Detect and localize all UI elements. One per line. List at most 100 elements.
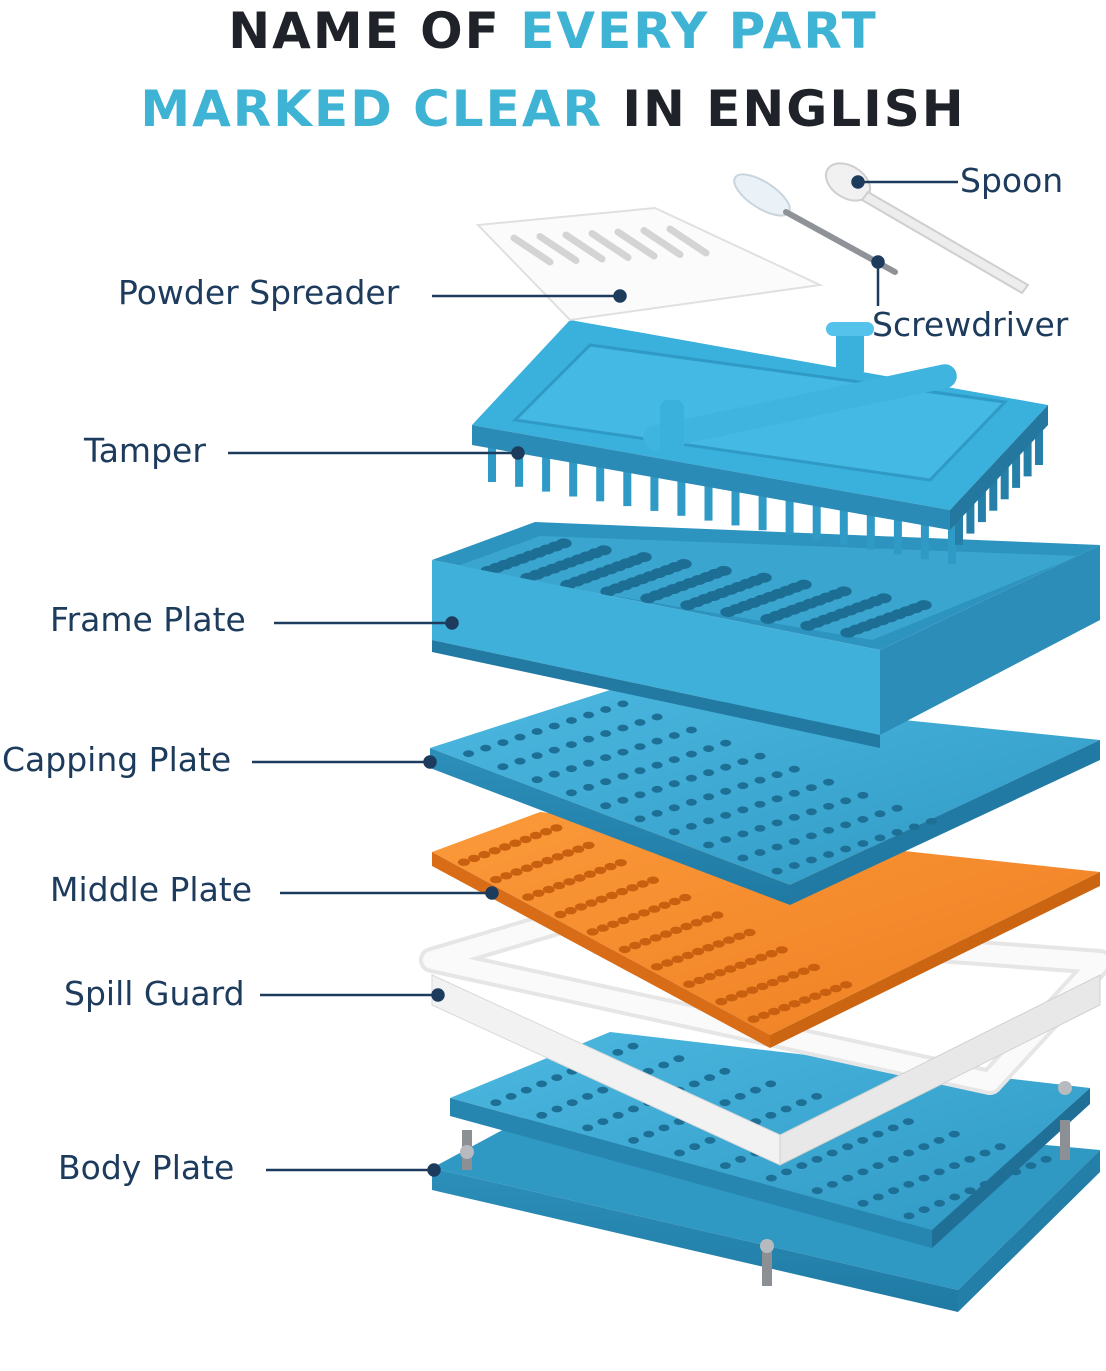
plate-hole [874, 810, 886, 818]
plate-hole [531, 776, 543, 784]
plate-hole [994, 1143, 1006, 1151]
plate-hole [618, 945, 631, 954]
plate-hole [586, 928, 599, 936]
plate-hole [775, 946, 788, 954]
plate-hole [872, 1162, 884, 1169]
plate-hole [563, 878, 576, 886]
plate-hole [857, 840, 869, 847]
plate-hole [638, 909, 650, 917]
plate-hole [756, 982, 769, 991]
plate-hole [778, 1003, 791, 1012]
plate-hole [636, 880, 649, 888]
plate-hole [617, 724, 629, 732]
plate-hole [819, 988, 832, 997]
frame-plate-callout-dot [445, 616, 459, 630]
label-frame-plate: Frame Plate [50, 600, 246, 639]
plate-hole [634, 791, 646, 799]
plate-hole [887, 1155, 899, 1163]
plate-hole [596, 924, 609, 932]
middle-plate-holes [457, 824, 853, 1023]
plate-hole [529, 831, 542, 840]
powder-spreader-callout-dot [613, 289, 627, 303]
plate-hole [510, 868, 523, 876]
plate-hole [765, 1111, 777, 1119]
plate-hole [555, 538, 572, 549]
plate-hole [566, 1099, 578, 1107]
plate-hole [542, 885, 555, 894]
plate-hole [720, 787, 732, 795]
powder-spreader-slots [510, 225, 710, 266]
plate-hole [643, 1130, 655, 1138]
plate-hole [872, 1130, 884, 1138]
plate-hole [660, 930, 672, 938]
plate-hole [765, 1174, 777, 1182]
plate-hole [617, 748, 629, 756]
plate-hole [788, 814, 800, 821]
plate-hole [583, 783, 595, 791]
plate-hole [564, 907, 577, 915]
plate-hole [614, 859, 627, 867]
title-blue-2: MARKED CLEAR [140, 80, 604, 138]
plate-hole [671, 955, 684, 963]
screwdriver-callout-dot [871, 255, 885, 269]
plate-hole [490, 875, 502, 884]
plate-hole [478, 850, 491, 859]
plate-hole [626, 884, 639, 892]
plate-hole [648, 905, 661, 913]
body-plate-springs [460, 1081, 1072, 1286]
plate-hole [582, 1124, 594, 1132]
capping-plate-callout-dot [423, 755, 437, 769]
plate-hole [949, 1162, 960, 1169]
plate-hole [583, 711, 595, 719]
plate-hole [835, 586, 852, 597]
tamper-pin [948, 520, 956, 564]
plate-hole [572, 845, 585, 853]
plate-hole [805, 808, 817, 816]
plate-hole [811, 1093, 823, 1100]
spreader-slot [614, 228, 658, 260]
plate-hole [499, 843, 511, 851]
plate-hole [692, 947, 705, 956]
plate-hole [668, 756, 680, 763]
tamper-pin [650, 466, 659, 511]
plate-hole [703, 793, 715, 801]
tamper-pin [704, 476, 713, 521]
plate-hole [639, 938, 652, 946]
plate-hole [805, 856, 817, 864]
tamper-pin [966, 493, 975, 534]
plate-hole [829, 984, 842, 993]
plate-hole [651, 761, 663, 769]
plate-hole [719, 1067, 731, 1075]
title-dark-1: NAME OF [228, 2, 521, 60]
plate-hole [737, 854, 749, 862]
plate-hole [594, 866, 607, 875]
plate-hole [551, 1105, 563, 1113]
plate-hole [520, 864, 533, 872]
plate-hole [575, 903, 587, 911]
tamper-callout-dot [511, 446, 525, 460]
plate-hole [658, 901, 671, 909]
plate-hole [754, 800, 766, 808]
plate-hole [737, 758, 749, 765]
plate-hole [737, 782, 749, 790]
plate-hole [519, 835, 532, 844]
plate-hole [875, 593, 892, 604]
plate-hole [994, 1174, 1006, 1182]
plate-hole [711, 911, 724, 919]
plate-hole [607, 920, 620, 928]
plate-hole [734, 1093, 746, 1100]
plate-hole [733, 932, 746, 940]
plate-hole [582, 1093, 593, 1100]
plate-hole [647, 876, 659, 884]
plate-hole [509, 839, 522, 847]
plate-hole [500, 872, 513, 880]
plate-hole [468, 854, 481, 863]
plate-hole [743, 928, 756, 937]
plate-hole [617, 700, 629, 708]
plate-hole [891, 829, 903, 836]
plate-hole [651, 963, 663, 971]
plate-hole [668, 804, 680, 812]
tamper-pin [596, 457, 605, 502]
plate-hole [634, 719, 646, 726]
